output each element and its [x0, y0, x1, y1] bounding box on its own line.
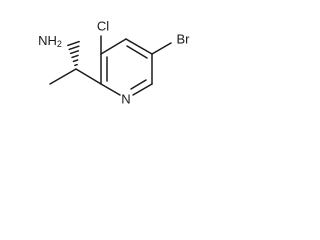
chlorine-label: Cl [97, 18, 109, 33]
wedge-hash [68, 45, 80, 51]
bond-layer [49, 35, 172, 96]
bond-c3-c4 [100, 38, 127, 55]
ring-nitrogen-label: N [121, 91, 130, 106]
bond-c5-br [151, 42, 172, 55]
wedge-hash [74, 63, 78, 67]
bond-methyl-chiral [49, 68, 77, 85]
wedge-hash [67, 40, 80, 47]
bromine-label: Br [177, 31, 191, 46]
bond-c4-c5-inner [126, 45, 148, 59]
bond-c6-n1-inner [130, 79, 147, 90]
atom-label-layer: NH2 Cl N Br [38, 18, 190, 106]
bond-c4-c5 [125, 38, 153, 55]
wedge-hash [69, 50, 80, 55]
wedge-hash [72, 59, 79, 63]
amine-label: NH2 [38, 33, 62, 49]
molecule-diagram: NH2 Cl N Br [38, 18, 190, 106]
bond-c6-n1 [132, 83, 153, 96]
hashed-wedge-bond [67, 40, 80, 67]
wedge-hash [71, 54, 79, 59]
bond-chiral-c2 [75, 68, 102, 85]
bond-n1-c2 [100, 83, 121, 96]
